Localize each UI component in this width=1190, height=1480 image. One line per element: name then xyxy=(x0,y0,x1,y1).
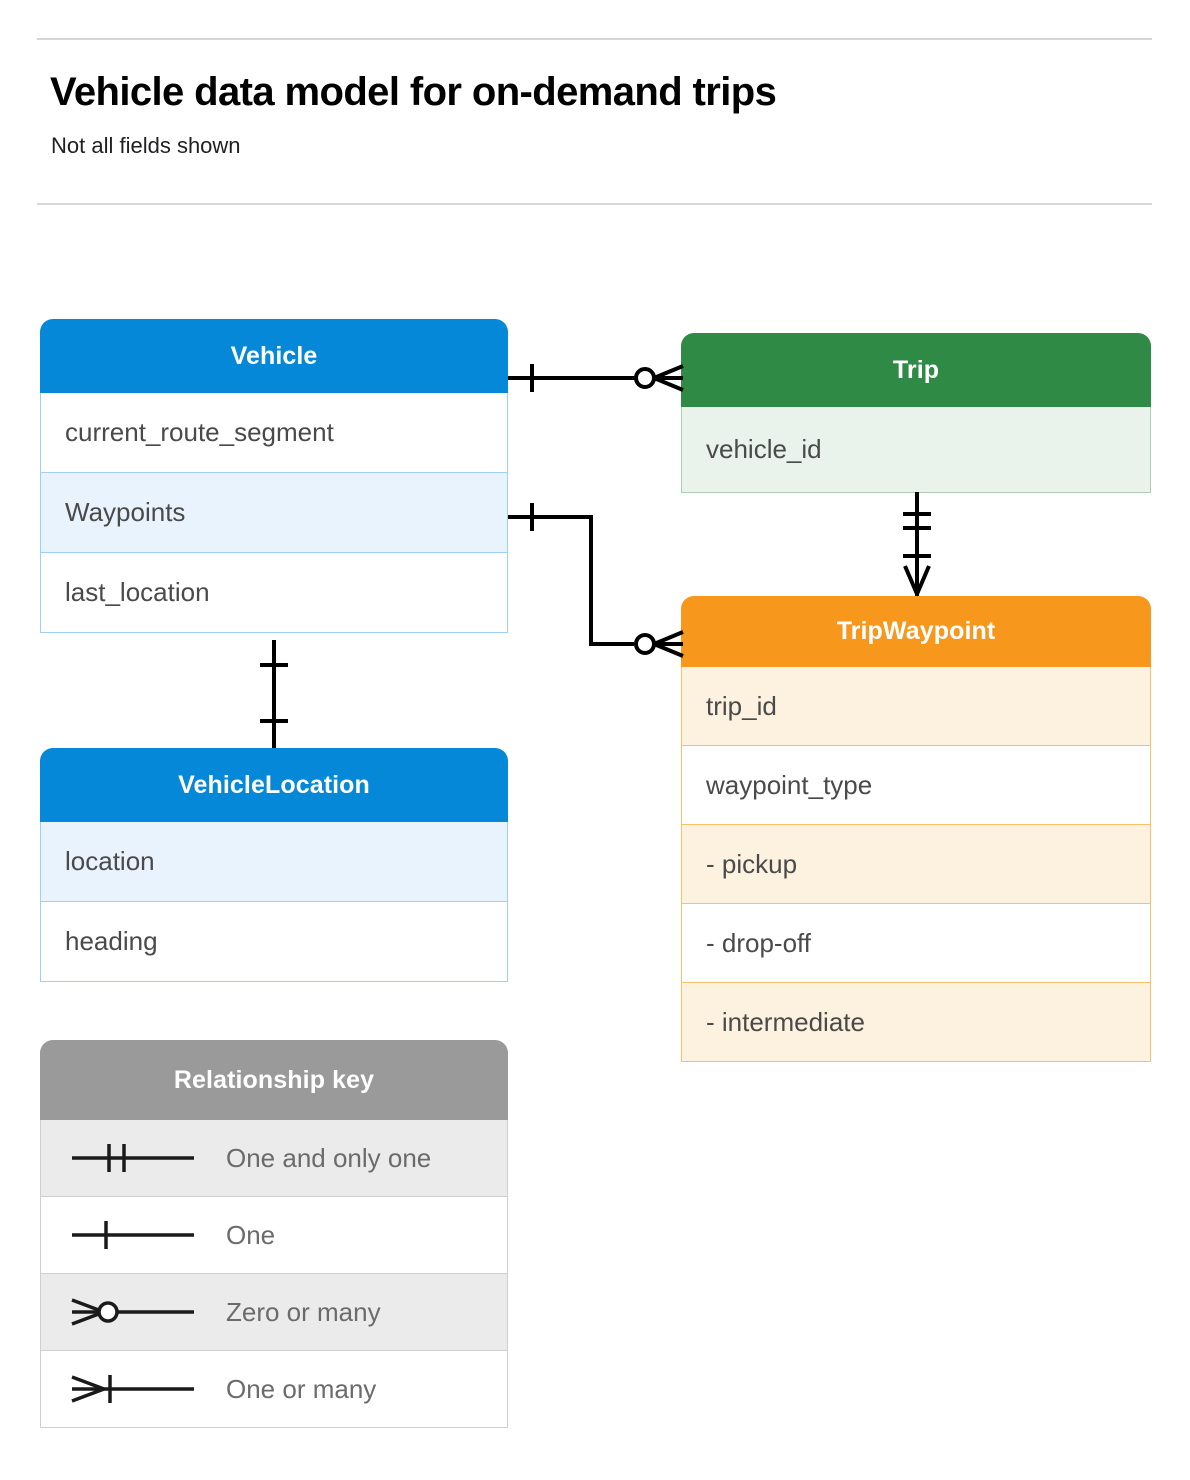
entity-vehiclelocation-field-heading: heading xyxy=(40,902,508,982)
connector-waypoints-to-tripwaypoint xyxy=(508,503,684,658)
legend-item-one-or-many: One or many xyxy=(40,1351,508,1428)
entity-tripwaypoint-field-trip-id: trip_id xyxy=(681,667,1151,746)
page-title: Vehicle data model for on-demand trips xyxy=(50,70,777,114)
zero-or-many-icon xyxy=(41,1292,226,1332)
entity-vehicle-title: Vehicle xyxy=(40,319,508,393)
legend-label-zero-or-many: Zero or many xyxy=(226,1296,381,1327)
entity-trip[interactable]: Trip vehicle_id xyxy=(681,333,1151,493)
relationship-key-legend[interactable]: Relationship key One and only one One xyxy=(40,1040,508,1428)
entity-tripwaypoint-field-waypoint-type: waypoint_type xyxy=(681,746,1151,825)
entity-tripwaypoint-value-drop-off: - drop-off xyxy=(681,904,1151,983)
connector-vehicle-to-trip xyxy=(508,364,684,392)
entity-vehicle-field-waypoints: Waypoints xyxy=(40,473,508,553)
entity-trip-field-vehicle-id: vehicle_id xyxy=(681,407,1151,493)
header-rule-bottom xyxy=(37,203,1152,205)
entity-vehiclelocation-field-location: location xyxy=(40,822,508,902)
legend-label-one-and-only-one: One and only one xyxy=(226,1142,432,1173)
legend-label-one: One xyxy=(226,1219,276,1250)
entity-vehicle-field-current-route-segment: current_route_segment xyxy=(40,393,508,473)
entity-vehicle[interactable]: Vehicle current_route_segment Waypoints … xyxy=(40,319,508,633)
entity-vehiclelocation-title: VehicleLocation xyxy=(40,748,508,822)
header-rule-top xyxy=(37,38,1152,40)
entity-vehiclelocation[interactable]: VehicleLocation location heading xyxy=(40,748,508,982)
one-or-many-icon xyxy=(41,1369,226,1409)
one-and-only-one-icon xyxy=(41,1138,226,1178)
connector-vehicle-to-vehiclelocation xyxy=(260,640,288,748)
legend-label-one-or-many: One or many xyxy=(226,1373,377,1404)
relationship-key-title: Relationship key xyxy=(40,1040,508,1120)
entity-tripwaypoint[interactable]: TripWaypoint trip_id waypoint_type - pic… xyxy=(681,596,1151,1062)
entity-tripwaypoint-value-pickup: - pickup xyxy=(681,825,1151,904)
entity-vehicle-field-last-location: last_location xyxy=(40,553,508,633)
legend-item-one: One xyxy=(40,1197,508,1274)
entity-tripwaypoint-value-intermediate: - intermediate xyxy=(681,983,1151,1062)
entity-trip-title: Trip xyxy=(681,333,1151,407)
entity-tripwaypoint-title: TripWaypoint xyxy=(681,596,1151,667)
legend-item-zero-or-many: Zero or many xyxy=(40,1274,508,1351)
connector-trip-to-tripwaypoint xyxy=(903,492,931,596)
one-icon xyxy=(41,1215,226,1255)
page-subtitle: Not all fields shown xyxy=(51,133,241,158)
legend-item-one-and-only-one: One and only one xyxy=(40,1120,508,1197)
